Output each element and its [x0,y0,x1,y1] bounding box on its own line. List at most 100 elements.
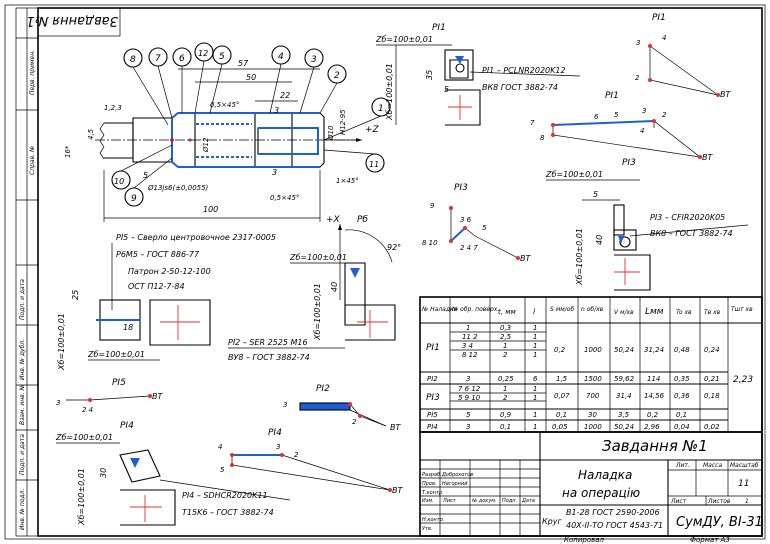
th-tv: Тв хв [704,309,721,316]
drill-dim25: 25 [71,290,80,300]
svg-text:1: 1 [533,385,537,393]
svg-text:Разраб.: Разраб. [422,472,442,478]
svg-text:1,5: 1,5 [556,375,568,383]
svg-text:8: 8 [130,55,136,65]
svg-text:Н.контр.: Н.контр. [422,517,444,523]
dim-3b: 3 [272,168,277,177]
svg-text:1: 1 [466,324,470,332]
drill-gost: P6M5 – ГОСТ 886-77 [116,250,200,259]
svg-text:6: 6 [533,375,538,383]
pi2-axis-x: +X [326,215,341,225]
svg-text:0,48: 0,48 [674,346,690,354]
svg-text:5: 5 [220,466,225,474]
balloon-3: 3 [304,48,324,68]
balloon-8: 8 [123,48,143,68]
th-tsht: Тшт хв [731,306,753,313]
trajectory-pi4: PI4 4 5 3 2 BT [218,428,403,495]
traj-pi4-bt: BT [392,486,403,495]
svg-text:2: 2 [352,418,357,426]
drill-tool: PI5 – Сверло центровочное 2317-0005 [116,233,276,242]
balloon-4: 4 [271,45,291,65]
balloon-5: 5 [212,45,232,65]
pi3-dim5: 5 [593,190,598,199]
dim-10: Ø10 [327,125,335,141]
side-label-3: Подп. и дата [19,279,26,320]
setup-pi2: +X Pб 92° Zб=100±0,01 Xб=100±0,01 40 PI2… [228,215,401,362]
svg-text:1: 1 [533,333,537,341]
svg-text:1: 1 [533,324,537,332]
svg-text:3 4: 3 4 [462,342,473,350]
svg-text:0,24: 0,24 [704,346,720,354]
traj-pi2-label: PI2 [316,384,330,394]
svg-text:1000: 1000 [584,346,602,354]
svg-text:8 12: 8 12 [462,351,478,359]
row-pi4-nal: PI4 [427,423,438,431]
svg-text:3: 3 [636,39,640,47]
copied-label: Копировал [564,536,605,544]
tsht-value: 2,23 [733,375,753,385]
svg-text:0,25: 0,25 [498,375,514,383]
svg-text:0,07: 0,07 [554,392,570,400]
mode-table: № Наладки № обр. поверх. t, мм i S мм/об… [419,296,763,433]
svg-text:10: 10 [114,177,124,186]
svg-text:Утв.: Утв. [422,526,433,532]
pi4-dim30: 30 [99,468,108,478]
svg-text:3: 3 [311,55,317,65]
col-lit: Лит. [675,462,690,469]
svg-text:3 6: 3 6 [460,216,472,224]
svg-text:0,21: 0,21 [704,375,720,383]
balloon-9: 9 [124,187,144,207]
dia-13: Ø13js6(±0,0055) [147,184,209,192]
dim-100: 100 [203,205,218,214]
pi2-dim40: 40 [330,282,339,292]
traj-pi2-bt: BT [390,423,401,432]
setup-pi4: PI4 Zб=100±0,01 Xб=100±0,01 30 PI4 – SDH… [55,421,291,526]
drill-xb: Xб=100±0,01 [57,313,66,371]
svg-text:Изм.: Изм. [422,498,434,504]
drill-holder-gost: ОСТ П12-7-84 [128,282,185,291]
th-pov: № обр. поверх. [451,306,499,313]
svg-text:7: 7 [530,119,535,127]
svg-text:9: 9 [131,194,137,204]
svg-text:8: 8 [540,134,545,142]
th-n: n об/хв [581,306,604,313]
svg-text:11 2: 11 2 [462,333,478,341]
svg-text:2: 2 [662,111,667,119]
svg-text:3: 3 [466,375,470,383]
side-label-6: Подп. и дата [19,434,26,475]
svg-text:1: 1 [533,342,537,350]
setup-pi1: PI1 Zб=100±0,01 Xб=100±0,01 35 5 PI1 – P… [375,23,581,126]
svg-text:1: 1 [503,385,507,393]
svg-text:4: 4 [218,443,222,451]
balloon-2: 2 [327,64,347,84]
dim-h12: H12-95 [339,109,347,135]
th-v: V м/хв [614,309,634,316]
scale-value: 11 [738,479,749,489]
trajectory-pi5: PI5 3 2 4 BT [56,378,163,414]
svg-text:7: 7 [155,54,161,64]
traj-pi5-label: PI5 [112,378,126,388]
pi3-zb: Zб=100±0,01 [545,170,603,179]
svg-text:2: 2 [334,71,340,81]
col-scale: Масштаб [730,462,759,469]
svg-text:4: 4 [662,34,666,42]
svg-text:5: 5 [482,224,487,232]
balloon-7: 7 [148,47,168,67]
axis-z-label: +Z [365,125,380,135]
traj-pi1-mid-bt: BT [702,153,713,162]
th-l: Lмм [645,307,664,317]
svg-text:3: 3 [466,423,470,431]
part-sketch: +Z 57 50 0,5×45° 22 3 Ø10 H12-95 Ø12 1,2… [64,42,391,222]
rotated-title: Завдання №1 [26,13,118,28]
th-t: t, мм [498,308,516,316]
svg-text:6: 6 [179,54,185,64]
organization: СумДУ, ВІ-31 [676,515,763,530]
svg-text:14,56: 14,56 [644,392,665,400]
drill-zb: Zб=100±0,01 [87,350,145,359]
svg-text:5: 5 [466,411,471,419]
dim-22: 22 [280,91,290,100]
format-label: Формат А3 [690,536,730,544]
pi4-zb: Zб=100±0,01 [55,433,113,442]
svg-text:1: 1 [503,342,507,350]
